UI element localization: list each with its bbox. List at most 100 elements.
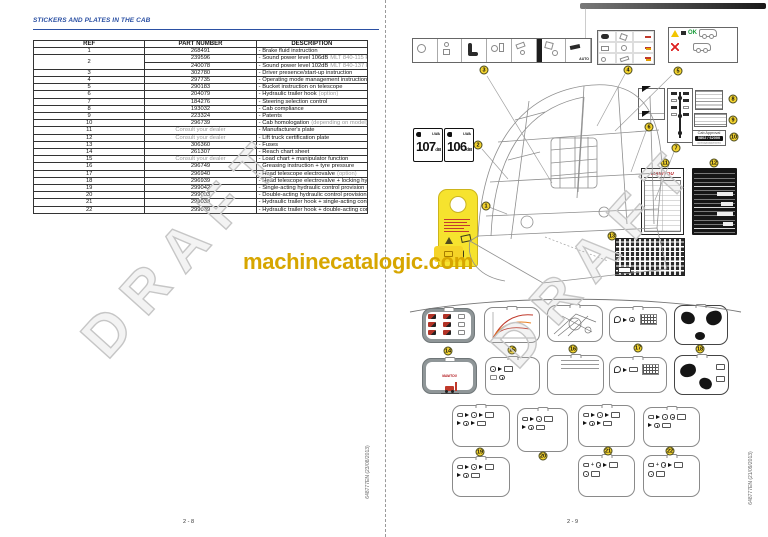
description-cell: - Manufacturer's plate	[255, 126, 369, 135]
description-cell: - Head telescope electrovalve + locking …	[255, 176, 369, 186]
callout-1: 1	[481, 201, 491, 211]
pictogram-cell-seat	[462, 39, 488, 62]
ref-cell: 2	[32, 54, 146, 70]
speaker-icon	[416, 131, 421, 137]
description-cell: - Fuses	[255, 140, 369, 150]
manufacturer-plate: MANITOU	[641, 168, 684, 235]
panel-dense-top	[674, 305, 728, 345]
column-header: REF	[32, 39, 146, 49]
panel-diagram-bottom	[547, 355, 604, 395]
part-number-cell: 296940	[144, 169, 257, 178]
callout-22: 22	[665, 446, 675, 456]
machine-pictogram	[693, 43, 711, 53]
sticker-driver-presence-strip: AUTO	[412, 38, 592, 63]
page-fold-divider	[385, 0, 386, 537]
callout-12: 12	[709, 158, 719, 168]
part-number-cell: 268491	[144, 47, 257, 56]
description-cell: - Cab compliance	[255, 104, 369, 114]
description-cell: - Patents	[255, 112, 369, 121]
ref-cell: 20	[32, 191, 146, 200]
sticker-fuses	[615, 238, 685, 276]
panel-hook-bottom	[609, 357, 667, 393]
callout-20: 20	[538, 451, 548, 461]
ref-cell: 15	[32, 155, 146, 164]
auto-label: AUTO	[579, 57, 590, 61]
tag-pictogram	[460, 234, 472, 243]
part-number-cell: Consult your dealer	[144, 155, 257, 164]
machine-pictogram	[699, 29, 717, 39]
scan-artifact-top	[580, 3, 766, 9]
panel-control-20	[517, 408, 568, 452]
ref-cell: 4	[32, 76, 146, 85]
scan-artifact-edge	[585, 8, 586, 58]
description-cell: - Head telescope electrovalve(option)	[255, 169, 369, 178]
ref-cell: 5	[32, 83, 146, 92]
description-cell: - Hydraulic trailer hook(option)	[255, 90, 369, 99]
description-cell: - Load chart + manipulator function	[255, 155, 369, 164]
sticker-steering-modes	[638, 86, 665, 134]
page-number-left: 2 - 8	[183, 519, 195, 525]
panel-load-chart-top	[422, 308, 475, 343]
callout-3: 3	[479, 65, 489, 75]
ref-cell: 12	[32, 133, 146, 142]
part-number-cell: 299039	[144, 205, 257, 214]
ref-cell: 9	[32, 112, 146, 121]
callout-21: 21	[603, 446, 613, 456]
part-number-cell: 299038	[144, 198, 257, 207]
manitou-logo: MANITOU	[644, 171, 681, 178]
sticker-operating-modes	[597, 30, 655, 65]
tag-warning-triangle	[445, 237, 453, 244]
plate-field-grid	[644, 179, 681, 232]
cab-approval-title: Cab Approval	[697, 131, 721, 135]
ref-cell: 3	[32, 68, 146, 78]
description-cell: - Driver presence/start-up instruction	[255, 68, 369, 78]
callout-18: 18	[695, 344, 705, 354]
mini-manitou-logo: MANITOU	[442, 374, 457, 378]
panel-load-chart-bottom: MANITOU	[422, 358, 477, 394]
speaker-icon	[447, 131, 452, 137]
callout-16: 16	[568, 344, 578, 354]
sticker-text-small-8	[695, 90, 723, 110]
panel-control-21-top	[578, 405, 635, 447]
ref-cell: 13	[32, 140, 146, 150]
certification-plate	[692, 168, 737, 235]
ref-cell: 8	[32, 104, 146, 114]
cab-approval-sub: XXTXXZXXWTXXTX	[697, 141, 721, 145]
ref-cell: 17	[32, 169, 146, 178]
lwa-label: LWA	[432, 132, 440, 136]
sticker-sound-power-106: LWA 106dB	[444, 128, 474, 162]
part-number-cell: 193032	[144, 104, 257, 114]
column-header: DESCRIPTION	[255, 39, 369, 49]
callout-8: 8	[728, 94, 738, 104]
callout-17: 17	[633, 343, 643, 353]
panel-control-19-top	[452, 405, 510, 447]
part-number-cell: 261307	[144, 148, 257, 157]
ref-cell: 7	[32, 97, 146, 106]
panel-control-21-bottom: +	[578, 455, 635, 497]
callout-6: 6	[644, 122, 654, 132]
callout-15: 15	[507, 345, 517, 355]
pictogram-cell	[512, 39, 537, 62]
ref-cell: 18	[32, 176, 146, 186]
part-number-cell: Consult your dealer	[144, 133, 257, 142]
part-number-cell: 296739	[144, 119, 257, 128]
sticker-text-small-9	[694, 113, 727, 127]
db-unit: dB	[466, 147, 473, 152]
part-number-cell: 240078	[144, 61, 257, 70]
panel-control-19-bottom	[452, 457, 510, 497]
